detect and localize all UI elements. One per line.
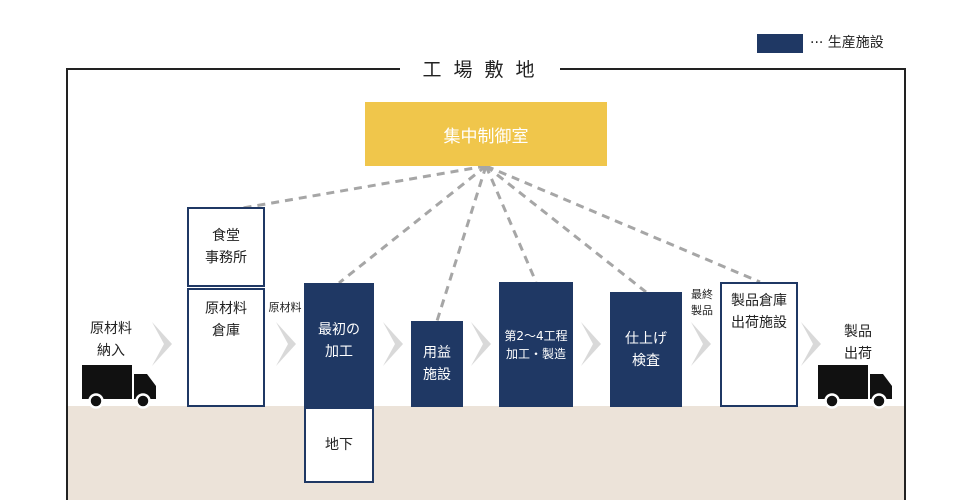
chevron-arrow-icon bbox=[152, 322, 172, 366]
flow-arrows bbox=[152, 322, 821, 366]
outgoing-label-line2: 出荷 bbox=[844, 346, 872, 362]
chevron-arrow-icon bbox=[581, 322, 601, 366]
first-processing-line2: 加工 bbox=[325, 344, 353, 360]
connector-line-cafeteria bbox=[236, 164, 487, 211]
outgoing-label-line1: 製品 bbox=[844, 324, 872, 340]
ground-area bbox=[68, 406, 904, 500]
first-processing-line1: 最初の bbox=[318, 322, 360, 338]
final-product-label: 最終 製品 bbox=[682, 286, 722, 320]
final-product-label-line2: 製品 bbox=[691, 304, 713, 317]
connector-line-product-warehouse bbox=[485, 164, 761, 284]
utilities-line1: 用益 bbox=[423, 345, 451, 361]
first-processing-box: 最初の 加工 bbox=[304, 283, 374, 407]
connector-line-inspection bbox=[485, 164, 647, 294]
incoming-label-line2: 納入 bbox=[97, 343, 125, 359]
chevron-arrow-icon bbox=[471, 322, 491, 366]
incoming-label-line1: 原材料 bbox=[90, 321, 132, 337]
chevron-arrow-icon bbox=[801, 322, 821, 366]
outgoing-label: 製品 出荷 bbox=[828, 320, 888, 366]
chevron-arrow-icon bbox=[276, 322, 296, 366]
cafeteria-office-line1: 食堂 bbox=[212, 228, 240, 244]
product-warehouse-box: 製品倉庫 出荷施設 bbox=[720, 282, 798, 407]
product-warehouse-line2: 出荷施設 bbox=[731, 315, 787, 331]
connector-line-utilities bbox=[435, 165, 488, 322]
raw-material-warehouse-line1: 原材料 bbox=[205, 301, 247, 317]
final-product-label-line1: 最終 bbox=[691, 288, 713, 301]
legend-swatch-icon bbox=[757, 34, 803, 53]
raw-material-warehouse-line2: 倉庫 bbox=[212, 323, 240, 339]
site-title: 工 場 敷 地 bbox=[400, 56, 560, 81]
finishing-inspection-line1: 仕上げ bbox=[625, 330, 667, 347]
connector-lines bbox=[236, 164, 761, 322]
finishing-inspection-box: 仕上げ 検査 bbox=[610, 292, 682, 407]
utilities-box: 用益 施設 bbox=[411, 321, 463, 407]
underground-box: 地下 bbox=[304, 407, 374, 483]
chevron-arrow-icon bbox=[691, 322, 711, 366]
chevron-arrow-icon bbox=[383, 322, 403, 366]
raw-material-warehouse-box: 原材料 倉庫 bbox=[187, 288, 265, 407]
raw-material-flow-label: 原材料 bbox=[268, 301, 302, 314]
process-2-4-line2: 加工・製造 bbox=[505, 346, 566, 361]
connector-line-first-processing bbox=[338, 164, 487, 285]
cafeteria-office-box: 食堂 事務所 bbox=[187, 207, 265, 287]
process-2-4-box: 第2～4工程 加工・製造 bbox=[499, 282, 573, 407]
truck-icon bbox=[82, 365, 156, 409]
truck-icon bbox=[818, 365, 892, 409]
finishing-inspection-line2: 検査 bbox=[632, 352, 660, 369]
central-control-room: 集中制御室 bbox=[365, 102, 607, 166]
connector-line-process bbox=[484, 165, 538, 283]
incoming-label: 原材料 納入 bbox=[78, 317, 144, 363]
utilities-line2: 施設 bbox=[423, 367, 451, 383]
process-2-4-line1: 第2～4工程 bbox=[504, 328, 568, 343]
cafeteria-office-line2: 事務所 bbox=[205, 250, 247, 266]
product-warehouse-line1: 製品倉庫 bbox=[731, 293, 787, 309]
legend-label: ··· 生産施設 bbox=[810, 35, 884, 51]
